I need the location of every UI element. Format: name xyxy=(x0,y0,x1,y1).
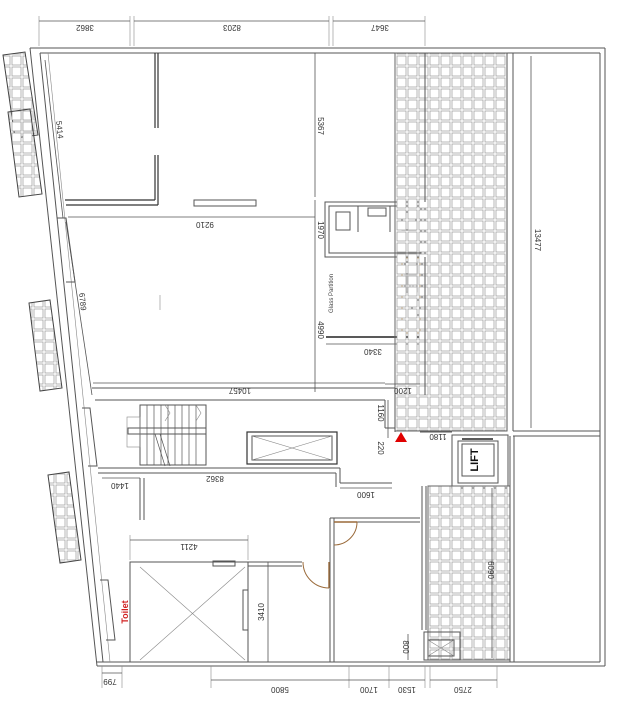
dim-5800: 5800 xyxy=(271,685,289,694)
glass-partition-label: Glass Partition xyxy=(329,274,335,313)
lower-corridor: 1440 8362 1600 xyxy=(98,467,392,520)
dim-13477: 13477 xyxy=(533,229,542,252)
staircase xyxy=(126,404,207,467)
dim-6090: 6090 xyxy=(486,561,495,579)
bottom-dimensions: 799 5800 1700 1530 2750 xyxy=(101,666,498,694)
top-dimensions: 3862 8203 3647 xyxy=(38,16,426,46)
dim-1180: 1180 xyxy=(429,432,447,441)
dim-220: 220 xyxy=(376,441,385,455)
corridor: 10457 1200 1160 220 xyxy=(92,382,420,455)
balconies-left xyxy=(2,51,116,641)
upper-rooms: 5367 9210 5414 6789 xyxy=(44,53,325,396)
dim-800: 800 xyxy=(401,640,410,654)
toilet-label: Toilet xyxy=(120,600,130,623)
door-swing-2 xyxy=(302,561,330,589)
position-marker-icon xyxy=(395,432,407,442)
dim-3340: 3340 xyxy=(364,347,382,356)
dim-6789: 6789 xyxy=(77,292,88,311)
dim-top-2: 8203 xyxy=(223,23,241,32)
dim-1200: 1200 xyxy=(394,386,412,395)
dim-2750: 2750 xyxy=(454,685,472,694)
dim-1160: 1160 xyxy=(376,404,385,422)
dim-1440: 1440 xyxy=(111,481,129,490)
dim-5414: 5414 xyxy=(54,120,65,139)
dim-799: 799 xyxy=(103,677,117,686)
lift: LIFT 1180 xyxy=(420,431,509,489)
dim-9210: 9210 xyxy=(196,220,214,229)
door-swing-1 xyxy=(333,521,358,546)
dim-3410: 3410 xyxy=(257,603,266,621)
lower-rooms: 4211 Toilet 3410 xyxy=(120,517,420,663)
dim-1970: 1970 xyxy=(316,221,325,239)
dim-10457: 10457 xyxy=(228,386,251,395)
dim-1700: 1700 xyxy=(360,685,378,694)
dim-4990: 4990 xyxy=(316,321,325,339)
dim-1530: 1530 xyxy=(398,685,416,694)
dim-top-1: 3862 xyxy=(76,23,94,32)
dim-4211: 4211 xyxy=(180,542,198,551)
lift-label: LIFT xyxy=(469,448,481,471)
dim-5367: 5367 xyxy=(316,117,325,135)
dim-top-3: 3647 xyxy=(371,23,389,32)
void-shaft xyxy=(246,431,338,465)
terrace-lower: 6090 800 xyxy=(401,436,515,662)
terrace-upper: 13477 xyxy=(394,52,600,437)
building-walls xyxy=(29,47,606,667)
dim-1600: 1600 xyxy=(357,490,375,499)
dim-8362: 8362 xyxy=(206,474,224,483)
